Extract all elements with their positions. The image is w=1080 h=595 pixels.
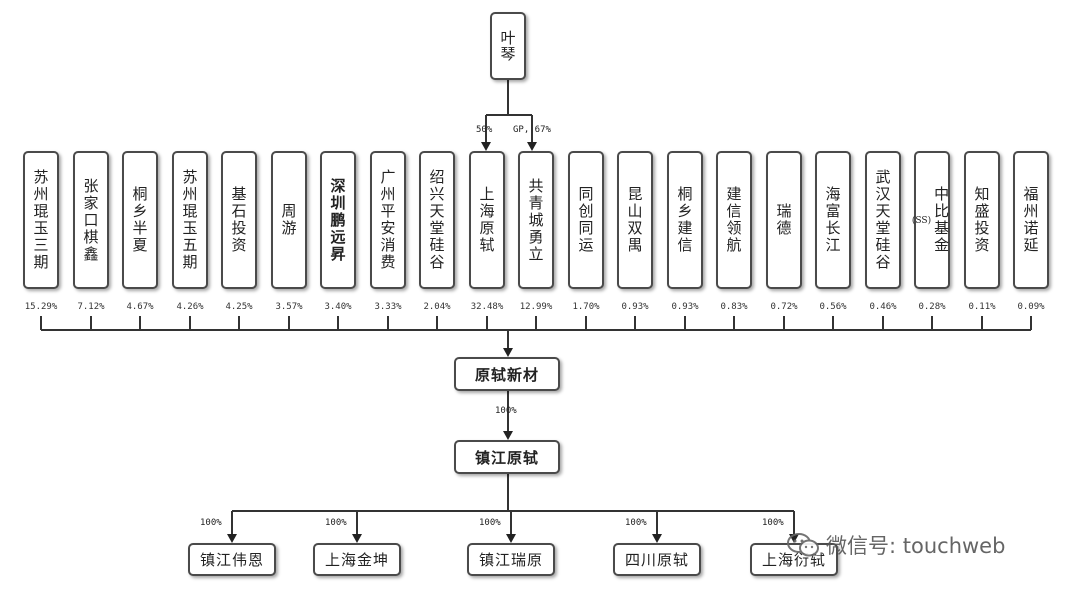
- shareholder-name: 武汉天堂硅谷: [873, 169, 892, 271]
- shareholder-pct: 0.83%: [720, 302, 748, 312]
- shareholder-name: 中比基金: [932, 186, 951, 254]
- shareholder-pct: 12.99%: [519, 302, 553, 312]
- shareholder-box: 桐乡半夏: [122, 151, 158, 289]
- shareholder-box: 基石投资: [221, 151, 257, 289]
- shareholder-box: 建信领航: [716, 151, 752, 289]
- shareholder-box: 周游: [271, 151, 307, 289]
- shareholder-pct: 4.67%: [126, 302, 154, 312]
- child-pct: 100%: [479, 518, 501, 528]
- shareholder-box: 昆山双禺: [617, 151, 653, 289]
- arrow-gongqingcheng: [527, 142, 537, 151]
- shareholder-pct: 2.04%: [423, 302, 451, 312]
- shareholder-name: 昆山双禺: [625, 186, 644, 254]
- shareholder-box: 绍兴天堂硅谷: [419, 151, 455, 289]
- child-company-box: 镇江瑞原: [467, 543, 555, 576]
- shareholder-box: 张家口棋鑫: [73, 151, 109, 289]
- shareholder-pct: 0.56%: [819, 302, 847, 312]
- shareholder-name: 基石投资: [229, 186, 248, 254]
- shareholder-name: 苏州琨玉五期: [180, 169, 199, 271]
- subsidiary-node: 镇江原轼: [454, 440, 560, 474]
- top-node-ye-qin: 叶琴: [490, 12, 526, 80]
- company-sub-pct: 100%: [495, 406, 517, 416]
- arrow-shanghai-yuanshi: [481, 142, 491, 151]
- shareholder-pct: 0.72%: [770, 302, 798, 312]
- shareholder-box: 福州诺延: [1013, 151, 1049, 289]
- child-company-box: 四川原轼: [613, 543, 701, 576]
- child-arrow: [352, 534, 362, 543]
- shareholder-name: 建信领航: [724, 186, 743, 254]
- shareholder-box: 海富长江: [815, 151, 851, 289]
- company-arrow: [503, 348, 513, 357]
- watermark-text: 微信号: touchweb: [826, 534, 1006, 558]
- shareholder-pct: 3.57%: [275, 302, 303, 312]
- sub-arrow: [503, 431, 513, 440]
- shareholder-pct: 15.29%: [24, 302, 58, 312]
- wechat-icon: [787, 533, 819, 557]
- shareholder-pct: 4.26%: [176, 302, 204, 312]
- child-company-box: 上海金坤: [313, 543, 401, 576]
- shareholder-name: 苏州琨玉三期: [31, 169, 50, 271]
- shareholder-name: 上海原轼: [477, 186, 496, 254]
- shareholder-name: 知盛投资: [972, 186, 991, 254]
- shareholder-name: 福州诺延: [1021, 186, 1040, 254]
- shareholder-pct: 0.46%: [869, 302, 897, 312]
- shareholder-pct: 0.09%: [1017, 302, 1045, 312]
- shareholder-box: 广州平安消费: [370, 151, 406, 289]
- shareholder-pct: 3.33%: [374, 302, 402, 312]
- shareholder-box: 武汉天堂硅谷: [865, 151, 901, 289]
- shareholder-name: 桐乡建信: [675, 186, 694, 254]
- shareholder-box: 共青城勇立: [518, 151, 554, 289]
- shareholder-name: 瑞德: [774, 203, 793, 237]
- shareholder-pct: 4.25%: [225, 302, 253, 312]
- shareholder-name: 绍兴天堂硅谷: [427, 169, 446, 271]
- shareholder-name: 周游: [279, 203, 298, 237]
- child-pct: 100%: [325, 518, 347, 528]
- child-company-box: 镇江伟恩: [188, 543, 276, 576]
- child-company-box: 上海衍轼: [750, 543, 838, 576]
- child-arrow: [227, 534, 237, 543]
- shareholder-box: 瑞德: [766, 151, 802, 289]
- shareholder-pct: 32.48%: [470, 302, 504, 312]
- child-arrow: [652, 534, 662, 543]
- shareholder-name: 共青城勇立: [526, 177, 545, 263]
- shareholder-pct: 7.12%: [77, 302, 105, 312]
- shareholder-box: 苏州琨玉五期: [172, 151, 208, 289]
- shareholder-pct: 3.40%: [324, 302, 352, 312]
- child-pct: 100%: [625, 518, 647, 528]
- shareholder-name: 海富长江: [823, 186, 842, 254]
- shareholder-box: 深圳鹏远昇: [320, 151, 356, 289]
- shareholder-pct: 0.93%: [621, 302, 649, 312]
- edge-label-50: 50%: [476, 125, 493, 135]
- watermark: 微信号: touchweb: [786, 530, 1005, 560]
- shareholder-box: 苏州琨玉三期: [23, 151, 59, 289]
- shareholder-pct: 0.93%: [671, 302, 699, 312]
- shareholder-box: 上海原轼: [469, 151, 505, 289]
- shareholder-name: 深圳鹏远昇: [328, 177, 347, 263]
- shareholder-box: 中比基金(SS): [911, 151, 951, 289]
- child-pct: 100%: [762, 518, 784, 528]
- shareholder-name: 同创同运: [576, 186, 595, 254]
- company-node: 原轼新材: [454, 357, 560, 391]
- shareholder-box: 同创同运: [568, 151, 604, 289]
- shareholder-note: (SS): [911, 216, 932, 226]
- edge-label-gp67: GP, 67%: [513, 125, 551, 135]
- shareholder-name: 桐乡半夏: [130, 186, 149, 254]
- child-pct: 100%: [200, 518, 222, 528]
- shareholder-name: 广州平安消费: [378, 169, 397, 271]
- child-arrow: [506, 534, 516, 543]
- shareholder-box: 知盛投资: [964, 151, 1000, 289]
- shareholder-pct: 1.70%: [572, 302, 600, 312]
- shareholder-name: 张家口棋鑫: [81, 177, 100, 263]
- shareholder-pct: 0.28%: [918, 302, 946, 312]
- shareholder-box: 桐乡建信: [667, 151, 703, 289]
- shareholder-pct: 0.11%: [968, 302, 996, 312]
